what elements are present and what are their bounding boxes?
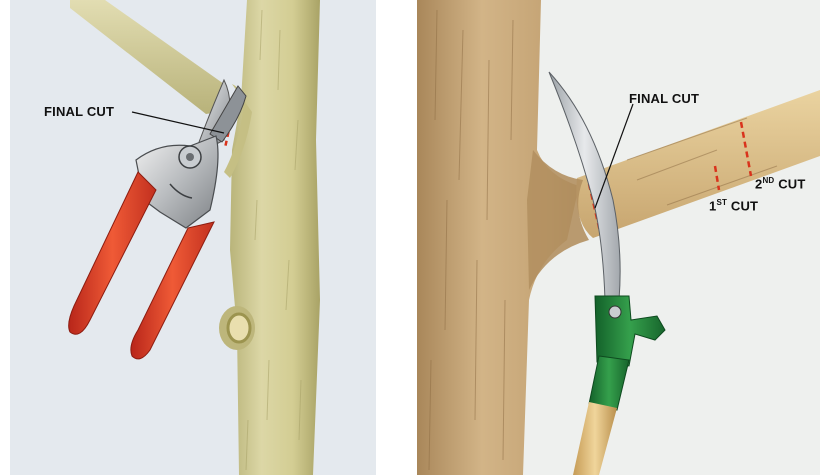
right-illustration-panel: FINAL CUT 1ST CUT 2ND CUT [417, 0, 820, 475]
first-cut-word: CUT [731, 198, 758, 213]
right-final-cut-label: FINAL CUT [629, 91, 699, 106]
first-cut-suffix: ST [716, 198, 727, 207]
right-illustration [417, 0, 820, 475]
left-illustration-panel: FINAL CUT [10, 0, 376, 475]
left-illustration [10, 0, 376, 475]
second-cut-word: CUT [778, 176, 805, 191]
second-cut-suffix: ND [762, 176, 774, 185]
second-cut-label: 2ND CUT [755, 176, 806, 191]
first-cut-label: 1ST CUT [709, 198, 758, 213]
left-final-cut-label: FINAL CUT [44, 104, 114, 119]
left-trunk [230, 0, 320, 475]
